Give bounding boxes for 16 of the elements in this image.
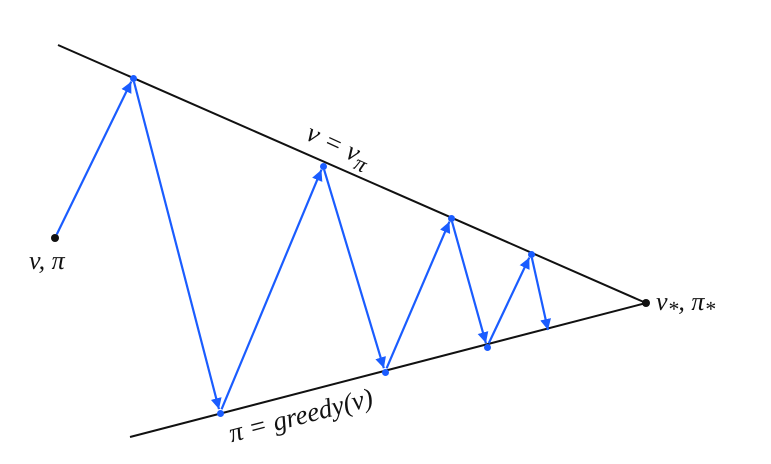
point-dot: [130, 74, 136, 82]
point-dot: [320, 162, 326, 170]
point-label: v$_{*}$, π$_{*}$: [656, 289, 716, 321]
arrow: [488, 257, 530, 344]
arrow: [323, 170, 386, 368]
point-dot: [382, 368, 388, 376]
arrow: [451, 222, 488, 344]
point-dot: [216, 410, 224, 416]
arrow: [220, 169, 322, 410]
arrow: [56, 81, 132, 235]
arrow: [530, 258, 551, 330]
point-label: v, π: [29, 248, 65, 274]
point-dot: [448, 214, 454, 222]
arrow: [386, 221, 450, 369]
point-dot: [528, 250, 534, 258]
arrow: [132, 82, 222, 410]
